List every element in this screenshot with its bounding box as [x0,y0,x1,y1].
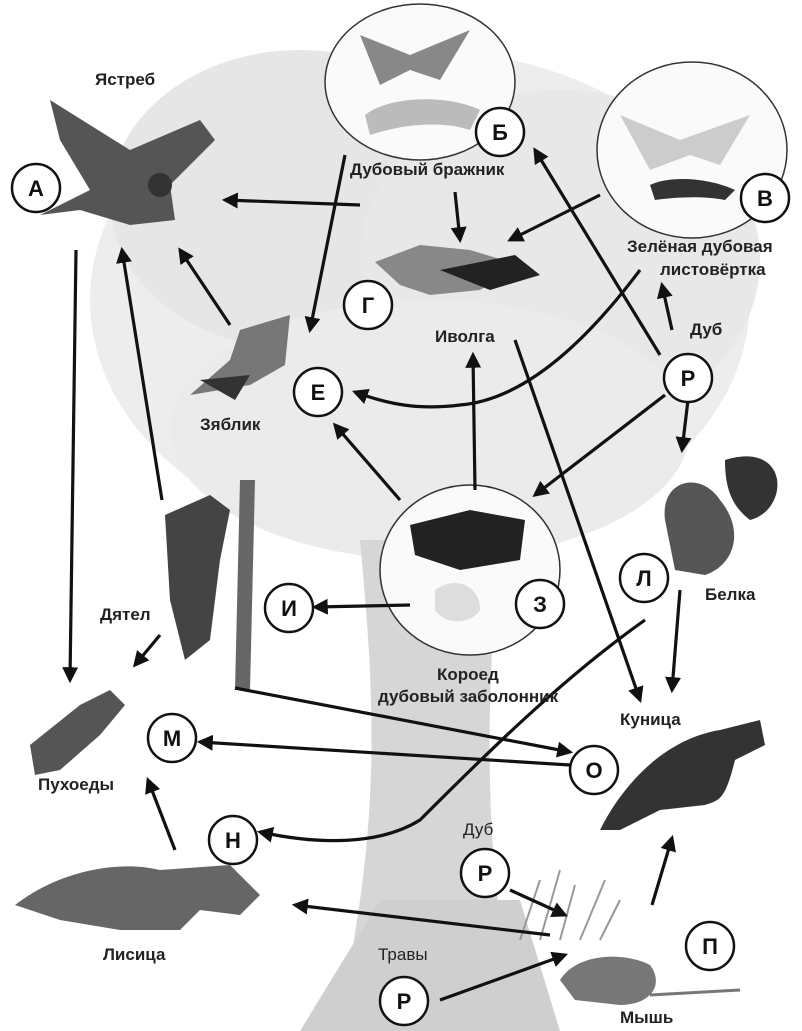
node-i: И [265,584,313,632]
fox-icon [15,865,260,930]
grass-icon [520,870,620,940]
label-marten: Куница [620,710,681,729]
node-g-letter: Г [362,293,375,318]
node-b: Б [476,108,524,156]
label-oak-bottom: Дуб [463,820,494,839]
node-r-oak-top-letter: Р [681,366,696,391]
node-e: Е [294,368,342,416]
node-b-letter: Б [492,120,508,145]
label-oriole: Иволга [435,327,495,346]
node-n: Н [209,816,257,864]
label-grasses: Травы [378,945,428,964]
node-v-letter: В [757,186,773,211]
marten-icon [600,720,765,830]
node-e-letter: Е [311,380,326,405]
node-o: О [570,746,618,794]
label-leafroller-line2: листовёртка [660,260,766,279]
label-oak-top: Дуб [690,320,722,339]
squirrel-icon [665,456,778,575]
label-hawk: Ястреб [95,70,155,89]
node-a: А [12,164,60,212]
label-leafroller-line1: Зелёная дубовая [627,237,773,256]
node-l-letter: Л [636,566,651,591]
node-m-letter: М [163,726,181,751]
node-p-letter: П [702,934,718,959]
node-m: М [148,714,196,762]
node-o-letter: О [585,758,602,783]
label-fox: Лисица [103,945,166,964]
woodpecker-icon [165,480,255,690]
node-v: В [741,174,789,222]
node-l: Л [620,554,668,602]
node-z: З [516,580,564,628]
label-squirrel: Белка [705,585,756,604]
node-a-letter: А [28,176,44,201]
node-r-oak-bottom-letter: Р [478,861,493,886]
label-bark-beetle-line2: дубовый заболонник [378,687,559,706]
node-i-letter: И [281,596,297,621]
node-r-oak-top: Р [664,354,712,402]
label-chaffinch: Зяблик [200,415,261,434]
label-woodpecker: Дятел [100,605,151,624]
node-g: Г [344,281,392,329]
node-z-letter: З [533,592,547,617]
node-p: П [686,922,734,970]
node-n-letter: Н [225,828,241,853]
node-r-grasses: Р [380,977,428,1025]
node-r-oak-bottom: Р [461,849,509,897]
label-lice: Пухоеды [38,775,114,794]
label-mouse: Мышь [620,1008,673,1027]
lice-icon [30,690,125,775]
label-bark-beetle-line1: Короед [437,665,499,684]
label-oak-hawkmoth: Дубовый бражник [350,160,505,179]
node-r-grasses-letter: Р [397,989,412,1014]
